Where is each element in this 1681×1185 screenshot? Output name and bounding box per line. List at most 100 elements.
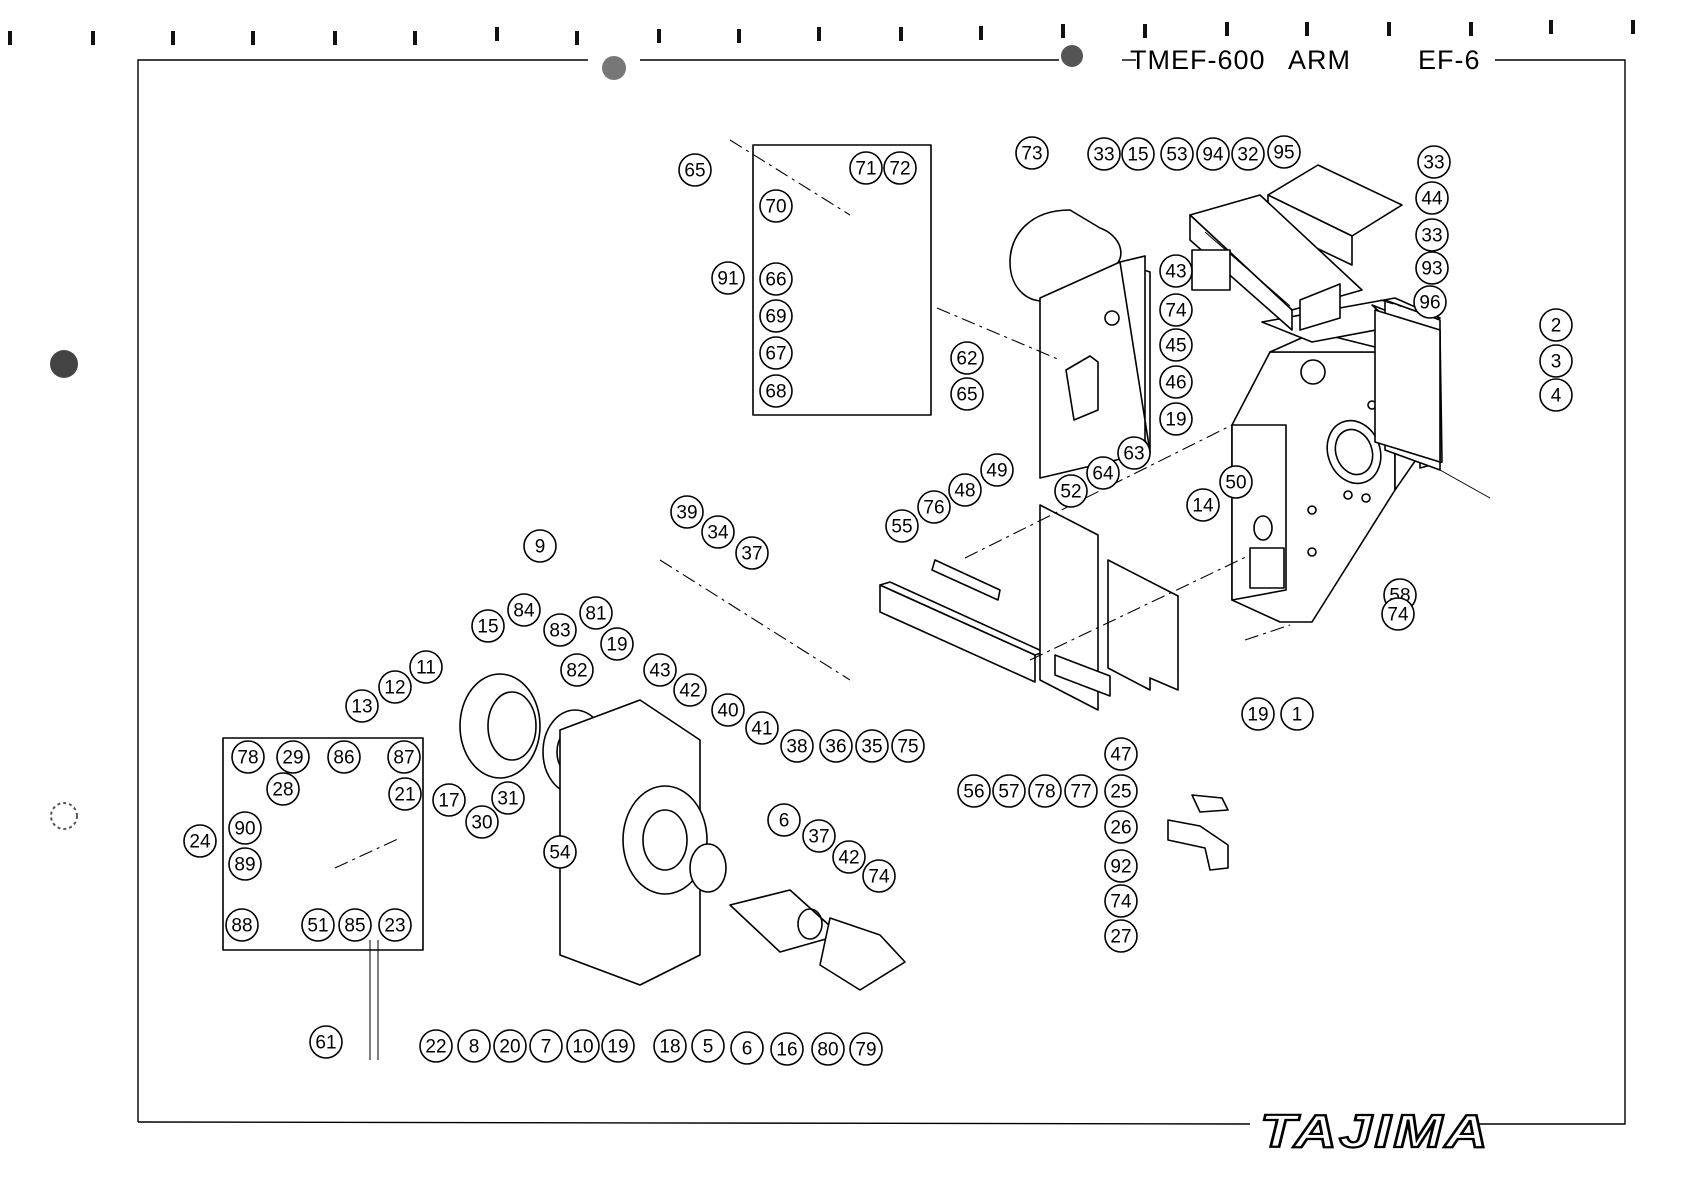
callout-circle xyxy=(745,711,779,745)
callout-94: 94 xyxy=(1196,137,1230,171)
callout-77: 77 xyxy=(1064,774,1098,808)
callout-circle xyxy=(1121,137,1155,171)
callout-26: 26 xyxy=(1104,810,1138,844)
callout-91: 91 xyxy=(711,261,745,295)
callout-5: 5 xyxy=(691,1029,725,1063)
callout-label: 15 xyxy=(1127,145,1148,166)
callout-label: 46 xyxy=(1165,373,1186,394)
callout-label: 78 xyxy=(1034,782,1055,803)
callout-57: 57 xyxy=(992,774,1026,808)
bracket-25 xyxy=(1191,794,1229,813)
callout-label: 45 xyxy=(1165,336,1186,357)
callout-label: 88 xyxy=(231,916,252,937)
callout-circle xyxy=(730,1031,764,1065)
callout-label: 91 xyxy=(717,269,738,290)
callout-82: 82 xyxy=(560,653,594,687)
callout-circle xyxy=(1413,285,1447,319)
callout-35: 35 xyxy=(855,729,889,763)
callout-label: 83 xyxy=(549,621,570,642)
callout-circle xyxy=(276,740,310,774)
callout-label: 19 xyxy=(607,1037,628,1058)
callout-46: 46 xyxy=(1159,365,1193,399)
callout-90: 90 xyxy=(228,811,262,845)
callout-label: 19 xyxy=(606,635,627,656)
callout-4: 4 xyxy=(1539,378,1573,412)
callout-label: 96 xyxy=(1419,293,1440,314)
callout-92: 92 xyxy=(1104,849,1138,883)
callout-label: 75 xyxy=(897,737,918,758)
callout-circle xyxy=(1267,135,1301,169)
callout-42: 42 xyxy=(832,840,866,874)
callout-41: 41 xyxy=(745,711,779,745)
callout-circle xyxy=(1104,810,1138,844)
callout-circle xyxy=(701,515,735,549)
callout-2: 2 xyxy=(1539,308,1573,342)
title-section: ARM xyxy=(1288,45,1351,75)
callout-circle xyxy=(1104,737,1138,771)
callout-circle xyxy=(1015,136,1049,170)
callout-circle xyxy=(419,1029,453,1063)
callout-89: 89 xyxy=(228,847,262,881)
callout-15: 15 xyxy=(1121,137,1155,171)
callout-circle xyxy=(1160,137,1194,171)
punch-hole-top xyxy=(602,56,626,80)
callout-22: 22 xyxy=(419,1029,453,1063)
callout-30: 30 xyxy=(465,805,499,839)
tajima-logo: TAJIMA xyxy=(1260,1105,1490,1157)
callout-label: 2 xyxy=(1551,316,1562,337)
arm-body xyxy=(1231,297,1491,623)
callout-circle xyxy=(917,490,951,524)
punch-hole-left-1 xyxy=(50,350,78,378)
callout-label: 78 xyxy=(237,748,258,769)
callout-label: 65 xyxy=(684,161,705,182)
callout-56: 56 xyxy=(957,774,991,808)
callout-circle xyxy=(1231,137,1265,171)
callout-circle xyxy=(471,609,505,643)
callout-label: 30 xyxy=(471,813,492,834)
callout-32: 32 xyxy=(1231,137,1265,171)
callout-label: 55 xyxy=(891,517,912,538)
callout-label: 33 xyxy=(1423,153,1444,174)
callout-3: 3 xyxy=(1539,344,1573,378)
callout-66: 66 xyxy=(759,262,793,296)
callout-label: 42 xyxy=(679,681,700,702)
callout-label: 42 xyxy=(838,848,859,869)
callout-label: 6 xyxy=(779,811,790,832)
leader-lines xyxy=(334,139,1441,869)
callout-circle xyxy=(1104,774,1138,808)
callout-29: 29 xyxy=(276,740,310,774)
callout-76: 76 xyxy=(917,490,951,524)
callout-circle xyxy=(1219,465,1253,499)
callout-circle xyxy=(885,509,919,543)
callout-80: 80 xyxy=(811,1032,845,1066)
callout-circle xyxy=(770,1032,804,1066)
callout-11: 11 xyxy=(409,650,443,684)
callout-label: 61 xyxy=(315,1033,336,1054)
callout-circle xyxy=(338,908,372,942)
callout-label: 17 xyxy=(438,791,459,812)
callout-13: 13 xyxy=(345,689,379,723)
callout-54: 54 xyxy=(543,835,577,869)
callout-label: 26 xyxy=(1110,818,1131,839)
callout-circle xyxy=(673,673,707,707)
callout-label: 19 xyxy=(1165,410,1186,431)
callout-19: 19 xyxy=(601,1029,635,1063)
callout-circle xyxy=(759,374,793,408)
callout-label: 23 xyxy=(384,916,405,937)
callout-circle xyxy=(1186,488,1220,522)
callout-label: 41 xyxy=(751,719,772,740)
callout-circle xyxy=(579,596,613,630)
callout-14: 14 xyxy=(1186,488,1220,522)
callout-circle xyxy=(883,151,917,185)
callout-71: 71 xyxy=(849,151,883,185)
callout-circle xyxy=(759,262,793,296)
callout-23: 23 xyxy=(378,908,412,942)
callout-label: 71 xyxy=(855,159,876,180)
callout-circle xyxy=(802,819,836,853)
callout-label: 74 xyxy=(1165,301,1187,322)
callout-circle xyxy=(228,847,262,881)
callout-label: 93 xyxy=(1421,259,1442,280)
callout-86: 86 xyxy=(327,740,361,774)
callout-circle xyxy=(1086,456,1120,490)
callout-50: 50 xyxy=(1219,465,1253,499)
